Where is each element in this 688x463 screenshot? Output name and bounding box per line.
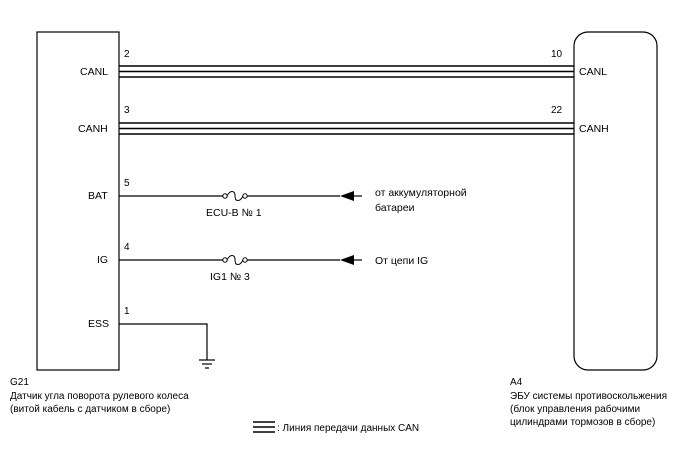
a4-id: A4 <box>510 377 523 388</box>
g21-caption-line1: Датчик угла поворота рулевого колеса <box>10 391 189 402</box>
pin-label-canl-left: CANL <box>80 66 108 78</box>
pin-label-ig: IG <box>97 254 108 266</box>
g21-caption-line2: (витой кабель с датчиком в сборе) <box>10 403 170 415</box>
fuse-ecu-b-label: ECU-B № 1 <box>206 207 262 219</box>
ess-ground-wire <box>119 323 208 360</box>
legend-text: : Линия передачи данных CAN <box>277 423 419 434</box>
pin-label-canh-right: CANH <box>579 123 609 135</box>
g21-component-box <box>36 31 120 371</box>
a4-caption-line3: цилиндрами тормозов в сборе) <box>510 416 655 428</box>
battery-source-label-2: батареи <box>375 202 415 214</box>
bat-arrow-icon <box>340 191 354 201</box>
g21-id: G21 <box>10 377 29 388</box>
pin-number-2: 2 <box>124 49 130 60</box>
canl-bus-line <box>119 65 574 78</box>
ig-source-label: От цепи IG <box>375 255 428 267</box>
pin-number-3: 3 <box>124 105 130 116</box>
canh-bus-line <box>119 122 574 135</box>
pin-label-canl-right: CANL <box>579 66 607 78</box>
pin-label-ess: ESS <box>88 318 109 330</box>
ig-arrow-icon <box>340 255 354 265</box>
pin-label-canh-left: CANH <box>78 123 108 135</box>
pin-number-1: 1 <box>124 306 130 317</box>
battery-source-label-1: от аккумуляторной <box>375 187 467 199</box>
pin-number-5: 5 <box>124 178 130 189</box>
fuse-ig1-symbol <box>222 255 248 265</box>
pin-number-10: 10 <box>551 49 563 60</box>
pin-number-4: 4 <box>124 242 130 253</box>
legend-can-line-icon <box>253 421 275 433</box>
a4-caption-line1: ЭБУ системы противоскольжения <box>510 391 667 402</box>
fuse-ig1-label: IG1 № 3 <box>210 271 250 283</box>
ground-icon <box>199 359 215 369</box>
pin-label-bat: BAT <box>88 190 108 202</box>
fuse-ecu-b-symbol <box>222 191 248 201</box>
a4-caption-line2: (блок управления рабочими <box>510 403 640 415</box>
a4-component-box <box>573 31 658 371</box>
pin-number-22: 22 <box>551 105 563 116</box>
